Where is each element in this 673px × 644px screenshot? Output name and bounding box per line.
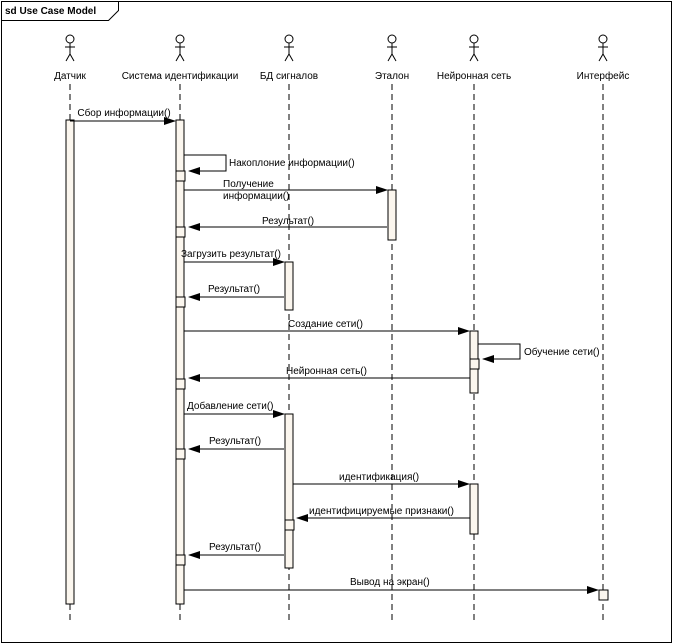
activation-bar-sensor bbox=[65, 119, 75, 605]
message-label: идентифицируемые признаки() bbox=[309, 505, 454, 517]
execution-box-system bbox=[175, 554, 186, 566]
message-5: Результат() bbox=[188, 284, 284, 301]
message-13: Результат() bbox=[188, 542, 284, 559]
frame-title: sd Use Case Model bbox=[5, 6, 96, 17]
message-14: Вывод на экран() bbox=[184, 577, 599, 594]
execution-box-system bbox=[175, 296, 186, 308]
activation-bar-db bbox=[284, 261, 294, 311]
activation-bar-etalon bbox=[387, 189, 397, 241]
actor-sensor-icon bbox=[65, 34, 75, 62]
execution-box-nn bbox=[469, 358, 480, 370]
message-label: Результат() bbox=[209, 542, 261, 553]
message-arrow bbox=[184, 154, 227, 175]
execution-box-ui bbox=[598, 589, 609, 601]
message-label: Нейронная сеть() bbox=[286, 366, 367, 377]
actor-label-ui: Интерфейс bbox=[577, 70, 630, 82]
activation-bar-db bbox=[284, 413, 294, 569]
message-label: Сбор информации() bbox=[77, 107, 170, 119]
message-label: Результат() bbox=[262, 216, 314, 227]
execution-box-system bbox=[175, 378, 186, 390]
message-label: Обучение сети() bbox=[524, 346, 600, 358]
execution-box-db bbox=[284, 519, 295, 531]
actor-nn-icon bbox=[469, 34, 479, 62]
message-label: информации() bbox=[223, 190, 289, 202]
activation-bar-nn bbox=[469, 483, 479, 535]
actor-system-icon bbox=[175, 34, 185, 62]
actor-label-system: Система идентификации bbox=[122, 70, 239, 82]
message-label: Получение bbox=[223, 179, 274, 190]
message-10: Результат() bbox=[188, 436, 284, 453]
message-label: Результат() bbox=[209, 436, 261, 447]
actor-label-sensor: Датчик bbox=[54, 71, 86, 82]
message-9: Добавление сети() bbox=[184, 400, 285, 418]
message-1: Накоплоние информации() bbox=[184, 154, 355, 175]
actor-etalon-icon bbox=[387, 34, 397, 62]
message-label: Загрузить результат() bbox=[181, 249, 281, 260]
message-8: Нейронная сеть() bbox=[188, 366, 470, 382]
message-11: идентификация() bbox=[293, 471, 470, 488]
message-label: идентификация() bbox=[339, 471, 419, 483]
message-4: Загрузить результат() bbox=[181, 249, 285, 266]
message-label: Вывод на экран() bbox=[350, 577, 430, 588]
actor-db-icon bbox=[284, 34, 294, 62]
activation-bar-system bbox=[175, 119, 185, 605]
actor-label-nn: Нейронная сеть bbox=[437, 71, 511, 82]
frame-tab bbox=[1, 1, 119, 21]
message-label: Создание сети() bbox=[288, 319, 363, 330]
message-3: Результат() bbox=[188, 216, 387, 231]
message-arrow bbox=[478, 343, 521, 363]
message-0: Сбор информации() bbox=[70, 107, 176, 125]
message-label: Накоплоние информации() bbox=[229, 157, 355, 169]
actor-label-etalon: Эталон bbox=[375, 71, 409, 82]
execution-box-system bbox=[175, 448, 186, 460]
actor-label-db: БД сигналов bbox=[260, 71, 318, 82]
actor-ui-icon bbox=[598, 34, 608, 62]
execution-box-system bbox=[175, 170, 186, 182]
message-7: Обучение сети() bbox=[478, 343, 600, 363]
message-6: Создание сети() bbox=[184, 319, 470, 335]
execution-box-system bbox=[175, 226, 186, 238]
message-12: идентифицируемые признаки() bbox=[296, 505, 470, 522]
message-label: Добавление сети() bbox=[187, 400, 274, 412]
message-label: Результат() bbox=[208, 284, 260, 295]
